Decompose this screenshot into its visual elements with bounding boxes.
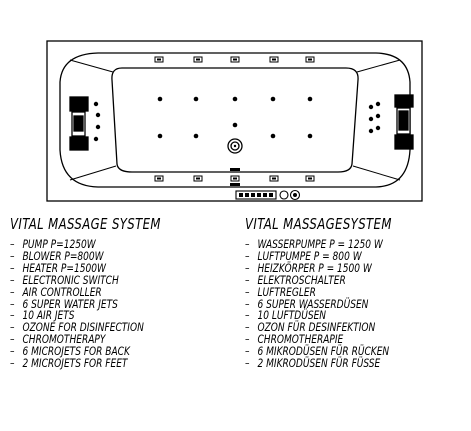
bottom-water-jets: [154, 175, 315, 182]
spec-english-item: –ELECTRONIC SWITCH: [10, 272, 119, 287]
spec-german: VITAL MASSAGESYSTEM –WASSERPUMPE P = 125…: [245, 215, 392, 370]
spec-german-item: –6 SUPER WASSERDÜSEN: [245, 296, 369, 311]
spec-english-item: –BLOWER P=800W: [10, 248, 104, 263]
spec-german-item: –ELEKTROSCHALTER: [245, 272, 346, 287]
tub-basin: [111, 67, 359, 173]
left-headrest: [69, 96, 89, 151]
foot-microjets: [230, 168, 240, 186]
spec-english-item: –OZONE FOR DISINFECTION: [10, 320, 144, 335]
spec-english-item: –CHROMOTHERAPY: [10, 332, 106, 347]
spec-german-item: –LUFTREGLER: [245, 284, 316, 299]
spec-german-item: –OZON FÜR DESINFEKTION: [245, 320, 376, 335]
spec-german-item: –LUFTPUMPE P = 800 W: [245, 248, 362, 263]
spec-german-item: –HEIZKÖRPER P = 1500 W: [245, 260, 372, 275]
spec-english: VITAL MASSAGE SYSTEM –PUMP P=1250W –BLOW…: [10, 215, 161, 370]
spec-german-item: –10 LUFTDÜSEN: [245, 308, 327, 323]
spec-german-heading: VITAL MASSAGESYSTEM: [245, 215, 392, 233]
right-headrest: [394, 94, 414, 150]
spec-english-item: –10 AIR JETS: [10, 308, 75, 323]
spec-german-list: –WASSERPUMPE P = 1250 W –LUFTPUMPE P = 8…: [245, 237, 392, 371]
spec-english-item: –HEATER P=1500W: [10, 260, 106, 275]
top-water-jets: [154, 56, 315, 63]
tub-outer-frame: [46, 40, 423, 202]
rim-bevel-lines: [69, 59, 401, 181]
tub-rim: [59, 52, 411, 188]
spec-german-item: –2 MIKRODÜSEN FÜR FÜSSE: [245, 356, 381, 371]
spec-english-item: –6 SUPER WATER JETS: [10, 296, 118, 311]
drain: [227, 138, 243, 154]
spec-german-item: –6 MIKRODÜSEN FÜR RÜCKEN: [245, 344, 390, 359]
air-jets: [157, 96, 313, 139]
left-headrest-microjets: [93, 101, 101, 142]
spec-german-item: –WASSERPUMPE P = 1250 W: [245, 237, 383, 251]
right-headrest-microjets: [368, 101, 381, 134]
control-panel: [235, 189, 301, 201]
spec-german-item: –CHROMOTHERAPIE: [245, 332, 344, 347]
spec-english-heading: VITAL MASSAGE SYSTEM: [10, 215, 161, 233]
spec-english-item: –2 MICROJETS FOR FEET: [10, 356, 128, 371]
spec-english-item: –AIR CONTROLLER: [10, 284, 102, 299]
bathtub-drawing: [46, 40, 423, 202]
spec-english-item: –PUMP P=1250W: [10, 237, 96, 251]
spec-english-item: –6 MICROJETS FOR BACK: [10, 344, 130, 359]
spec-english-list: –PUMP P=1250W –BLOWER P=800W –HEATER P=1…: [10, 237, 161, 371]
